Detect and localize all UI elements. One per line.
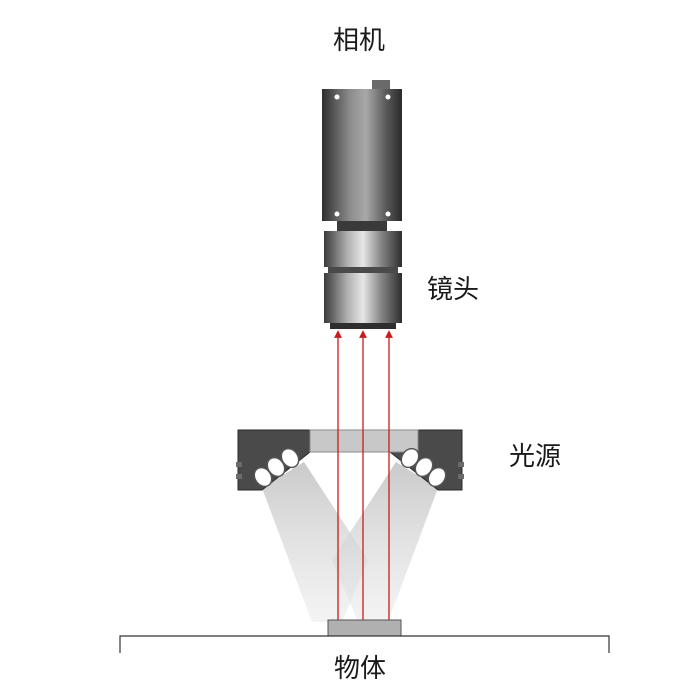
led-icon [400, 447, 447, 488]
screw-icon [334, 211, 340, 217]
screw-icon [334, 94, 340, 100]
screw-icon [385, 94, 391, 100]
lens-icon [324, 221, 402, 329]
light-source-label: 光源 [509, 442, 562, 472]
ring-light-icon [236, 429, 464, 491]
screw-icon [385, 211, 391, 217]
lens-label: 镜头 [427, 275, 480, 305]
object-block-icon [327, 619, 402, 637]
reflected-rays [334, 330, 393, 620]
camera-label: 相机 [333, 26, 386, 56]
led-icon [253, 447, 300, 488]
right-light-beam [332, 462, 438, 622]
diffuser-window [309, 429, 419, 453]
industrial-camera-icon [322, 80, 402, 221]
light-beams [262, 462, 438, 622]
base-surface-line [119, 635, 610, 653]
object-label: 物体 [334, 654, 387, 684]
